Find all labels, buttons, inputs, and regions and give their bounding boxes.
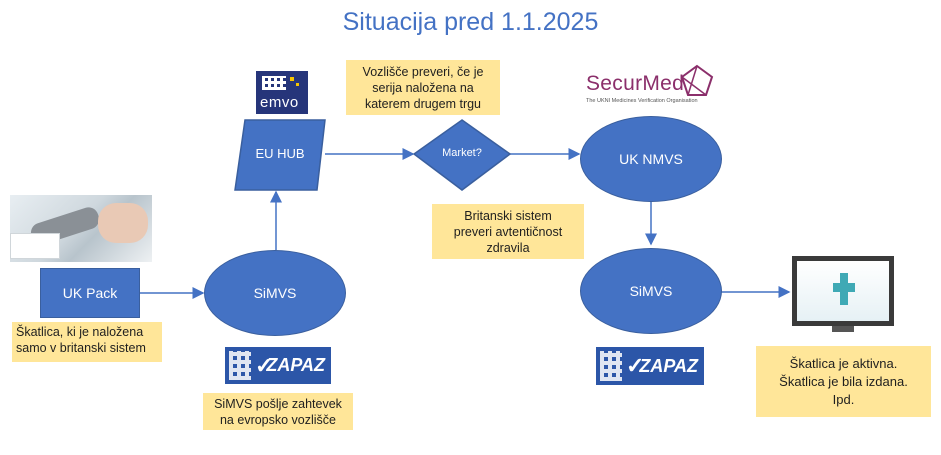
emvo-logo: emvo bbox=[256, 71, 308, 114]
simvs-left-label: SiMVS bbox=[253, 285, 297, 301]
uk-pack-box: UK Pack bbox=[40, 268, 140, 318]
securmed-logo: SecurMed The UKNI Medicines Verification… bbox=[584, 64, 724, 108]
eu-hub-shape bbox=[234, 119, 326, 191]
monitor-stand bbox=[832, 326, 854, 332]
result-note: Škatlica je aktivna. Škatlica je bila iz… bbox=[756, 346, 931, 417]
simvs-note: SiMVS pošlje zahtevek na evropsko vozliš… bbox=[203, 393, 353, 430]
simvs-left-node: SiMVS bbox=[204, 250, 346, 336]
pentagon-icon bbox=[680, 64, 714, 96]
monitor-icon bbox=[792, 256, 894, 326]
zapaz-logo-right: ✓ ZAPAZ bbox=[596, 347, 704, 385]
scanning-photo bbox=[10, 195, 152, 262]
simvs-right-label: SiMVS bbox=[629, 283, 673, 299]
market-diamond bbox=[412, 119, 512, 191]
hub-note: Vozlišče preveri, če je serija naložena … bbox=[346, 60, 500, 115]
simvs-right-node: SiMVS bbox=[580, 248, 722, 334]
uk-nmvs-label: UK NMVS bbox=[619, 151, 683, 167]
uk-pack-note: Škatlica, ki je naložena samo v britansk… bbox=[12, 322, 162, 362]
zapaz-logo-left: ✓ ZAPAZ bbox=[225, 347, 331, 384]
market-label: Market? bbox=[442, 147, 482, 159]
uk-nmvs-node: UK NMVS bbox=[580, 116, 722, 202]
eu-hub-label: EU HUB bbox=[255, 146, 305, 161]
pharmacy-cross-icon bbox=[833, 273, 855, 305]
page-title: Situacija pred 1.1.2025 bbox=[342, 8, 599, 36]
uk-pack-label: UK Pack bbox=[62, 285, 118, 301]
uk-note: Britanski sistem preveri avtentičnost zd… bbox=[432, 204, 584, 259]
